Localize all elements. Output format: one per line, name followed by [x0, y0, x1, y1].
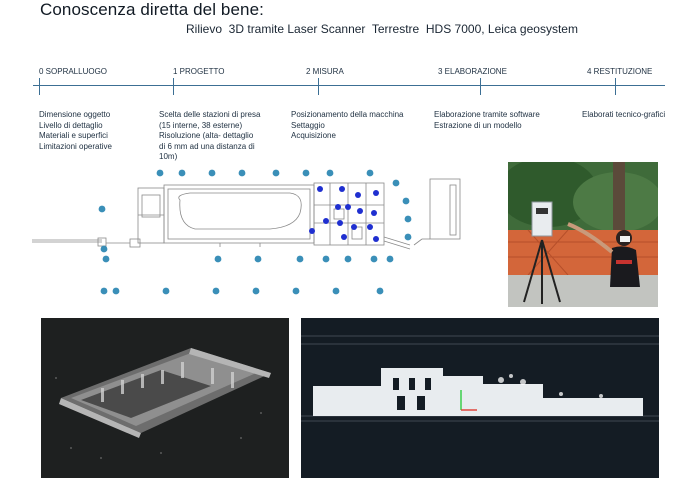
timeline-tick-1	[173, 78, 174, 95]
desc-line: Settaggio	[291, 120, 325, 130]
desc-line: Risoluzione (alta- dettaglio	[159, 131, 254, 140]
timeline-tick-3	[480, 78, 481, 95]
desc-line: Scelta delle stazioni di presa	[159, 110, 261, 119]
timeline-tick-4	[615, 78, 616, 95]
desc-line: Acquisizione	[291, 131, 336, 140]
step-label-progetto: 1 PROGETTO	[173, 67, 225, 76]
exterior-scan-stations	[98, 169, 412, 295]
point-cloud-axonometric-view	[41, 318, 289, 478]
desc-line: Materiali e superfici	[39, 131, 108, 140]
process-timeline	[33, 85, 665, 86]
step-label-restituzione: 4 RESTITUZIONE	[587, 67, 653, 76]
desc-line: Limitazioni operative	[39, 141, 112, 151]
step-desc-restituzione: Elaborati tecnico-grafici	[582, 110, 665, 121]
desc-line: Livello di dettaglio	[39, 120, 103, 130]
interior-scan-stations	[309, 186, 379, 242]
step-label-sopralluogo: 0 SOPRALLUOGO	[39, 67, 108, 76]
timeline-tick-0	[39, 78, 40, 95]
page-title: Conoscenza diretta del bene:	[40, 0, 264, 19]
desc-line: (15 interne, 38 esterne)	[159, 120, 243, 130]
desc-line: 10m)	[159, 152, 178, 161]
desc-line: Elaborazione tramite software	[434, 110, 540, 119]
step-desc-misura: Posizionamento della macchina Settaggio …	[291, 110, 404, 142]
desc-line: di 6 mm ad una distanza di	[159, 141, 255, 151]
page-subtitle: Rilievo 3D tramite Laser Scanner Terrest…	[186, 22, 578, 36]
timeline-tick-2	[318, 78, 319, 95]
point-cloud-elevation-view	[301, 318, 659, 478]
step-desc-elaborazione: Elaborazione tramite software Estrazione…	[434, 110, 540, 131]
step-label-misura: 2 MISURA	[306, 67, 344, 76]
step-desc-sopralluogo: Dimensione oggetto Livello di dettaglio …	[39, 110, 112, 152]
desc-line: Elaborati tecnico-grafici	[582, 110, 666, 119]
desc-line: Dimensione oggetto	[39, 110, 111, 119]
building-outline	[32, 178, 461, 250]
floor-plan-with-scan-stations	[32, 169, 461, 295]
desc-line: Estrazione di un modello	[434, 120, 522, 130]
desc-line: Posizionamento della macchina	[291, 110, 404, 119]
operator-with-laser-scanner-photo	[508, 162, 658, 307]
step-desc-progetto: Scelta delle stazioni di presa (15 inter…	[159, 110, 260, 163]
step-label-elaborazione: 3 ELABORAZIONE	[438, 67, 507, 76]
